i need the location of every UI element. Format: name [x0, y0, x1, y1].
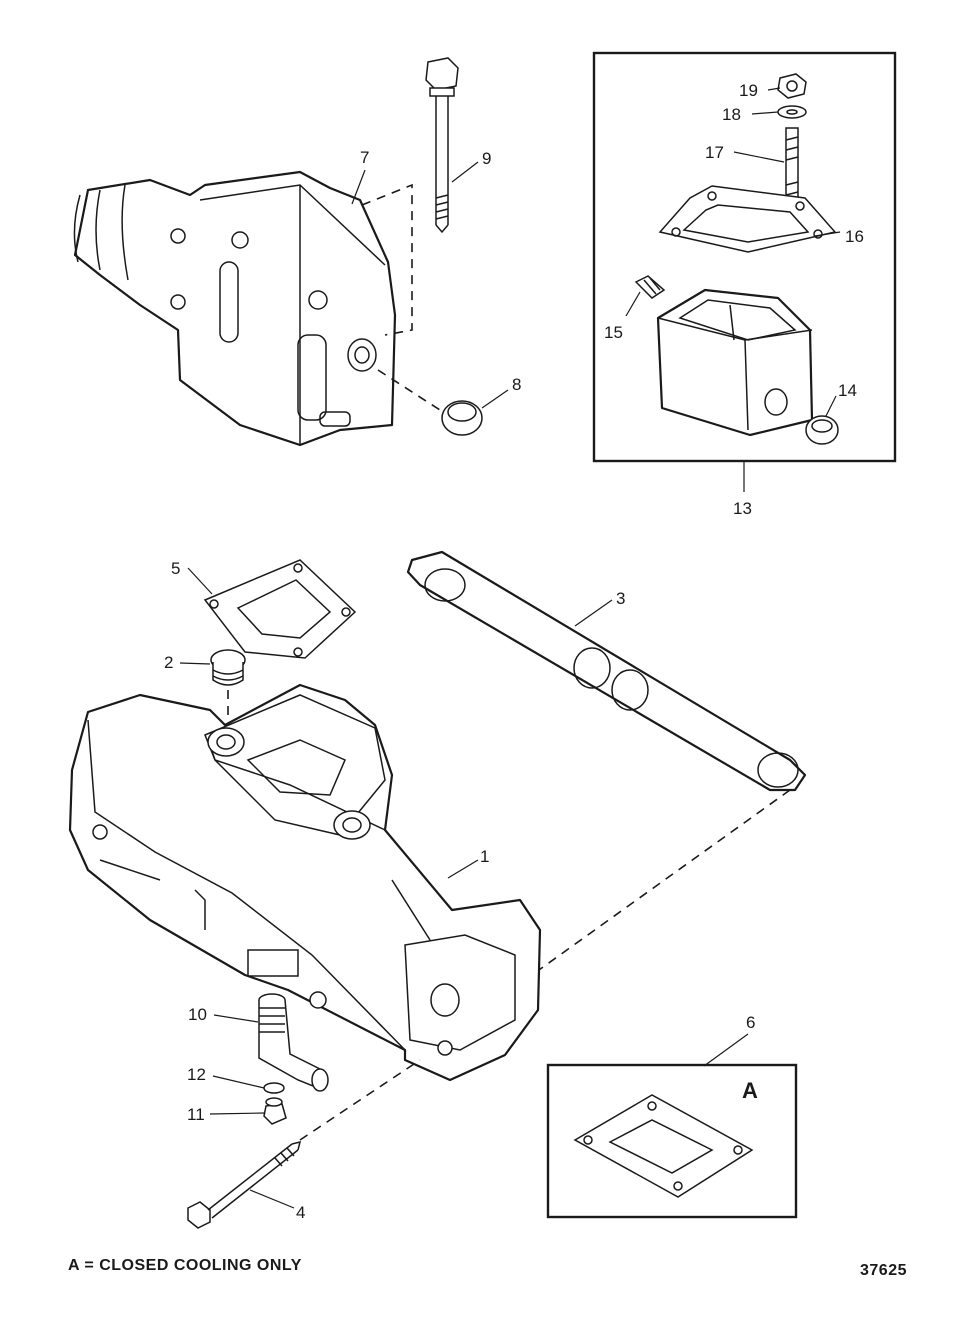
- callout-9: 9: [482, 149, 491, 168]
- part-9-bolt: [425, 57, 459, 234]
- callout-11: 11: [187, 1105, 205, 1124]
- callout-7: 7: [360, 148, 369, 167]
- callout-16: 16: [845, 227, 864, 246]
- part-8-guide: [377, 369, 441, 411]
- part-18-washer: [777, 105, 807, 119]
- footer-note: A = CLOSED COOLING ONLY: [68, 1257, 302, 1274]
- part-1-manifold: [68, 683, 542, 1082]
- part-11-fitting: [263, 1097, 287, 1125]
- callout-12: 12: [187, 1065, 206, 1084]
- part-2-plug: [210, 649, 246, 686]
- part-3-guide: [524, 789, 791, 981]
- part-7-to-9-guide: [361, 183, 413, 336]
- detail-box-letter: A: [742, 1078, 758, 1103]
- callout-2: 2: [164, 653, 173, 672]
- callout-19: 19: [739, 81, 758, 100]
- part-6-gasket: [573, 1094, 754, 1198]
- callout-13: 13: [733, 499, 752, 518]
- part-12-oring: [263, 1082, 285, 1094]
- callout-8: 8: [512, 375, 521, 394]
- callout-3: 3: [616, 589, 625, 608]
- callout-4: 4: [296, 1203, 305, 1222]
- part-14-plug: [805, 415, 839, 445]
- part-16-gasket: [658, 185, 837, 253]
- callout-10: 10: [188, 1005, 207, 1024]
- part-10-elbow: [258, 993, 329, 1092]
- callout-15: 15: [604, 323, 623, 342]
- part-7-exhaust-elbow: [73, 170, 397, 447]
- callout-14: 14: [838, 381, 857, 400]
- part-4-bolt: [187, 1140, 302, 1229]
- part-19-nut: [777, 73, 807, 99]
- part-8-plug: [441, 400, 483, 436]
- part-3-gasket: [406, 550, 807, 792]
- closed-cooling-box: [546, 1063, 798, 1219]
- callout-17: 17: [705, 143, 724, 162]
- part-13-riser-block: [656, 288, 814, 437]
- callout-5: 5: [171, 559, 180, 578]
- callout-6: 6: [746, 1013, 755, 1032]
- callout-18: 18: [722, 105, 741, 124]
- part-4-guide: [299, 1059, 421, 1141]
- part-5-gasket: [203, 559, 357, 659]
- callout-1: 1: [480, 847, 489, 866]
- leader-lines: [179, 87, 841, 1209]
- part-15-plug: [634, 275, 666, 299]
- figure-number: 37625: [860, 1262, 907, 1279]
- riser-kit-box: [592, 51, 897, 463]
